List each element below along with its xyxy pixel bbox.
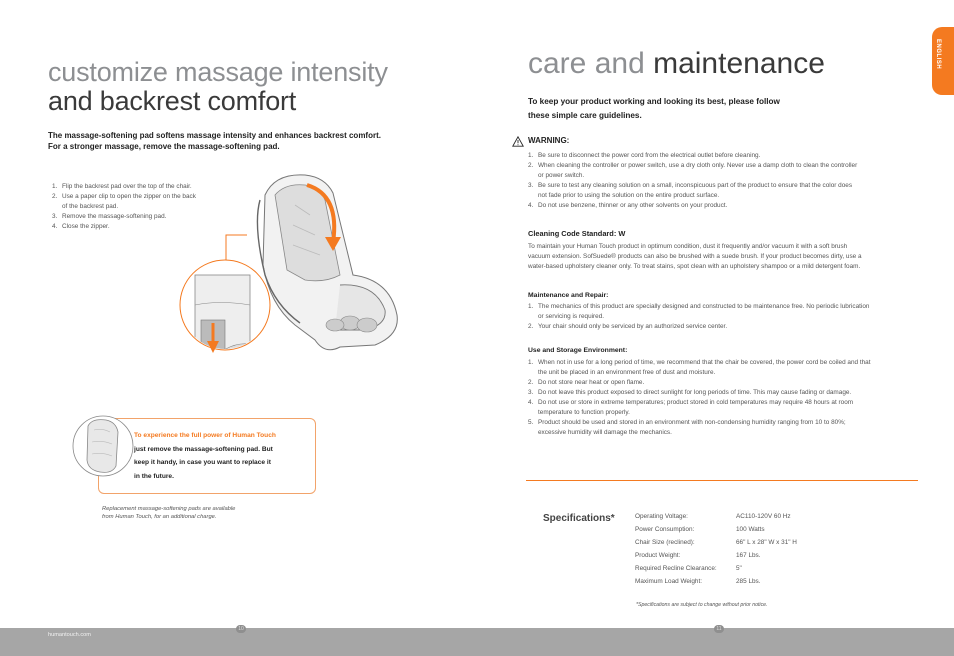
left-steps-list: 1.Flip the backrest pad over the top of … <box>52 182 232 232</box>
cleaning-line: vacuum extension. SofSuede® products can… <box>528 253 862 260</box>
table-row: Chair Size (reclined): 66" L x 28" W x 3… <box>635 539 875 552</box>
list-item: 5.Product should be used and stored in a… <box>528 419 846 436</box>
spec-value: 167 Lbs. <box>736 552 761 559</box>
cleaning-line: To maintain your Human Touch product in … <box>528 243 848 250</box>
table-row: Product Weight: 167 Lbs. <box>635 552 875 565</box>
list-item: 2.Use a paper clip to open the zipper on… <box>52 193 196 210</box>
spec-label: Operating Voltage: <box>635 513 688 520</box>
right-intro-line2: these simple care guidelines. <box>528 111 642 120</box>
specs-note: *Specifications are subject to change wi… <box>636 602 768 608</box>
language-tab[interactable]: ENGLISH <box>932 27 954 95</box>
left-title-line1: customize massage intensity <box>48 57 388 87</box>
right-title-light: care and <box>528 47 645 80</box>
cleaning-text: To maintain your Human Touch product in … <box>528 242 908 272</box>
specs-title: Specifications* <box>543 513 615 524</box>
warning-title: WARNING: <box>528 136 570 145</box>
spec-value: 66" L x 28" W x 31" H <box>736 539 797 546</box>
list-item: 2.When cleaning the controller or power … <box>528 162 858 179</box>
list-item: 4.Do not use benzene, thinner or any oth… <box>528 202 728 209</box>
footer-url[interactable]: humantouch.com <box>48 632 91 638</box>
left-intro-line2: For a stronger massage, remove the massa… <box>48 142 280 151</box>
replacement-note: Replacement massage-softening pads are a… <box>102 505 235 521</box>
right-intro: To keep your product working and looking… <box>528 95 780 123</box>
list-item: 1.Flip the backrest pad over the top of … <box>52 183 192 190</box>
left-title-line2: and backrest comfort <box>48 86 297 116</box>
right-title-dark: maintenance <box>653 47 825 80</box>
list-item: 1.The mechanics of this product are spec… <box>528 303 870 320</box>
spec-label: Power Consumption: <box>635 526 695 533</box>
list-item: 2.Your chair should only be serviced by … <box>528 323 728 330</box>
spec-label: Product Weight: <box>635 552 681 559</box>
footer-bar <box>0 628 954 656</box>
list-item: 4.Close the zipper. <box>52 223 110 230</box>
page-number-left: 10 <box>236 625 246 633</box>
list-item: 3.Do not leave this product exposed to d… <box>528 389 852 396</box>
language-tab-label: ENGLISH <box>935 39 941 70</box>
specs-table: Operating Voltage: AC110-120V 60 Hz Powe… <box>635 513 875 591</box>
table-row: Power Consumption: 100 Watts <box>635 526 875 539</box>
list-item: 3.Be sure to test any cleaning solution … <box>528 182 853 199</box>
callout-line3: in the future. <box>134 472 174 480</box>
page-number-right: 11 <box>714 625 724 633</box>
spec-label: Chair Size (reclined): <box>635 539 695 546</box>
callout-text: To experience the full power of Human To… <box>134 429 314 483</box>
right-title: care and maintenance <box>528 48 825 80</box>
spec-label: Required Recline Clearance: <box>635 565 717 572</box>
maintenance-title: Maintenance and Repair: <box>528 292 609 299</box>
spec-value: 285 Lbs. <box>736 578 761 585</box>
cleaning-line: water-based upholstery cleaner only. To … <box>528 263 861 270</box>
spec-label: Maximum Load Weight: <box>635 578 703 585</box>
replacement-note-line2: from Human Touch, for an additional char… <box>102 514 217 520</box>
right-intro-line1: To keep your product working and looking… <box>528 97 780 106</box>
spec-value: AC110-120V 60 Hz <box>736 513 791 520</box>
table-row: Required Recline Clearance: 5" <box>635 565 875 578</box>
storage-title: Use and Storage Environment: <box>528 347 628 354</box>
list-item: 2.Do not store near heat or open flame. <box>528 379 645 386</box>
callout-line1: just remove the massage-softening pad. B… <box>134 445 273 453</box>
massage-chair-illustration <box>179 174 398 353</box>
replacement-note-line1: Replacement massage-softening pads are a… <box>102 506 236 512</box>
list-item: 4.Do not use or store in extreme tempera… <box>528 399 854 416</box>
warning-icon <box>512 135 524 147</box>
left-intro: The massage-softening pad softens massag… <box>48 130 381 152</box>
left-intro-line1: The massage-softening pad softens massag… <box>48 131 381 140</box>
storage-list: 1.When not in use for a long period of t… <box>528 358 908 438</box>
table-row: Operating Voltage: AC110-120V 60 Hz <box>635 513 875 526</box>
warning-list: 1.Be sure to disconnect the power cord f… <box>528 151 908 211</box>
callout-highlight: To experience the full power of Human To… <box>134 432 276 439</box>
section-divider <box>526 480 918 481</box>
softening-pad-icon <box>72 415 134 477</box>
callout-line2: keep it handy, in case you want to repla… <box>134 459 271 466</box>
spec-value: 5" <box>736 565 742 572</box>
spec-value: 100 Watts <box>736 526 765 533</box>
list-item: 3.Remove the massage-softening pad. <box>52 213 167 220</box>
list-item: 1.Be sure to disconnect the power cord f… <box>528 152 761 159</box>
maintenance-list: 1.The mechanics of this product are spec… <box>528 302 908 332</box>
list-item: 1.When not in use for a long period of t… <box>528 359 871 376</box>
warning-header: WARNING: <box>512 135 569 147</box>
cleaning-title: Cleaning Code Standard: W <box>528 229 626 238</box>
table-row: Maximum Load Weight: 285 Lbs. <box>635 578 875 591</box>
